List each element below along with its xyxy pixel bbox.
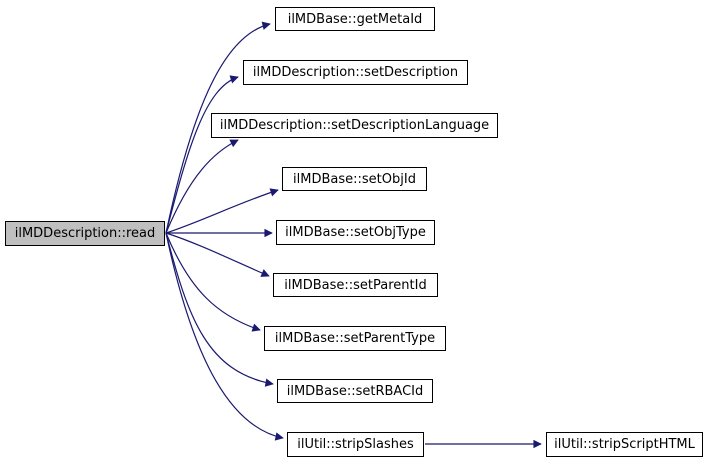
- node-ilmdbase-setparentid[interactable]: ilMDBase::setParentId: [273, 273, 438, 297]
- edge-read-setrbacid: [165, 232, 274, 387]
- node-ilmdbase-setrbacid[interactable]: ilMDBase::setRBACId: [277, 379, 433, 403]
- node-ilmdbase-setobjtype[interactable]: ilMDBase::setObjType: [276, 220, 435, 245]
- node-ilutil-stripslashes[interactable]: ilUtil::stripSlashes: [287, 432, 424, 457]
- node-ilmdbase-getmetaid[interactable]: ilMDBase::getMetaId: [275, 7, 435, 31]
- node-ilmdbase-setobjid[interactable]: ilMDBase::setObjId: [282, 167, 427, 191]
- node-ilmdbase-setparenttype[interactable]: ilMDBase::setParentType: [264, 326, 446, 351]
- edge-read-setparid: [165, 232, 270, 277]
- edge-read-setdescl: [165, 139, 239, 234]
- node-ilmddescription-setdescriptionlanguage[interactable]: ilMDDescription::setDescriptionLanguage: [211, 113, 498, 138]
- node-ilutil-stripscripthtml[interactable]: ilUtil::stripScriptHTML: [546, 432, 703, 457]
- edge-read-setobjid: [165, 188, 279, 234]
- node-ilmddescription-setdescription[interactable]: ilMDDescription::setDescription: [243, 60, 468, 85]
- edge-read-setdesc: [165, 75, 239, 234]
- edge-read-setpartyp: [165, 232, 261, 332]
- node-ilmddescription-read[interactable]: ilMDDescription::read: [5, 221, 165, 246]
